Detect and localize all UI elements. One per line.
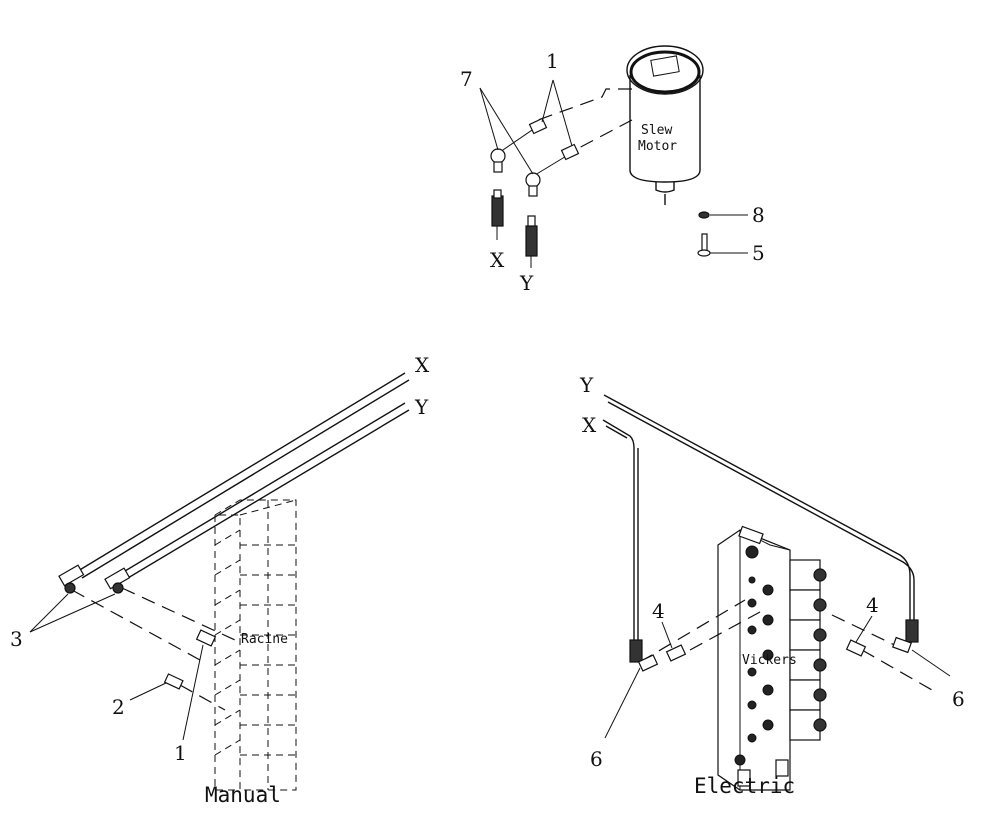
callout-7: 7 xyxy=(460,67,473,91)
vickers-valve: Vickers xyxy=(717,525,827,791)
callout-1-motor: 1 xyxy=(546,49,559,73)
elbow-7-left xyxy=(490,148,506,173)
callout-2: 2 xyxy=(112,695,125,719)
slew-motor-label-2: Motor xyxy=(638,139,677,154)
caption-electric: Electric xyxy=(694,774,795,798)
caption-manual: Manual xyxy=(205,783,281,807)
slew-motor: Slew Motor xyxy=(626,45,704,205)
slew-motor-assembly: Slew Motor 1 7 xyxy=(460,45,765,295)
hose-end-x xyxy=(491,189,504,240)
bolt-5 xyxy=(697,233,748,257)
callout-5: 5 xyxy=(752,241,765,265)
callout-8: 8 xyxy=(752,203,765,227)
hose-end-y xyxy=(525,215,538,268)
port-y-manual: Y xyxy=(414,395,429,419)
elbow-3-right xyxy=(104,567,131,594)
washer-8 xyxy=(698,211,748,219)
callout-6-right: 6 xyxy=(952,687,965,711)
port-y-electric: Y xyxy=(579,373,594,397)
fitting-4-right xyxy=(845,639,867,657)
port-x-motor: X xyxy=(490,248,505,272)
elbow-6-left xyxy=(629,639,659,672)
fitting-1-manual xyxy=(195,629,217,647)
port-x-manual: X xyxy=(415,353,430,377)
callout-3: 3 xyxy=(10,627,23,651)
manual-assembly: X Y Racine xyxy=(10,353,430,807)
electric-assembly: Y X xyxy=(579,373,965,798)
elbow-7-right xyxy=(525,172,541,197)
callout-6-left: 6 xyxy=(590,747,603,771)
callout-1-manual: 1 xyxy=(174,741,187,765)
port-x-electric: X xyxy=(582,413,597,437)
fitting-1-lower xyxy=(560,143,580,161)
elbow-6-right xyxy=(892,619,919,654)
racine-label: Racine xyxy=(241,632,288,647)
fitting-2 xyxy=(163,673,184,690)
racine-valve: Racine xyxy=(213,499,297,791)
fitting-1-upper xyxy=(528,117,548,135)
elbow-3-left xyxy=(58,564,85,594)
callout-4-left: 4 xyxy=(652,599,665,623)
vickers-label: Vickers xyxy=(742,653,797,668)
callout-4-right: 4 xyxy=(866,593,879,617)
fitting-4-left xyxy=(665,644,687,662)
port-y-motor: Y xyxy=(519,271,534,295)
slew-motor-label-1: Slew xyxy=(641,123,672,138)
